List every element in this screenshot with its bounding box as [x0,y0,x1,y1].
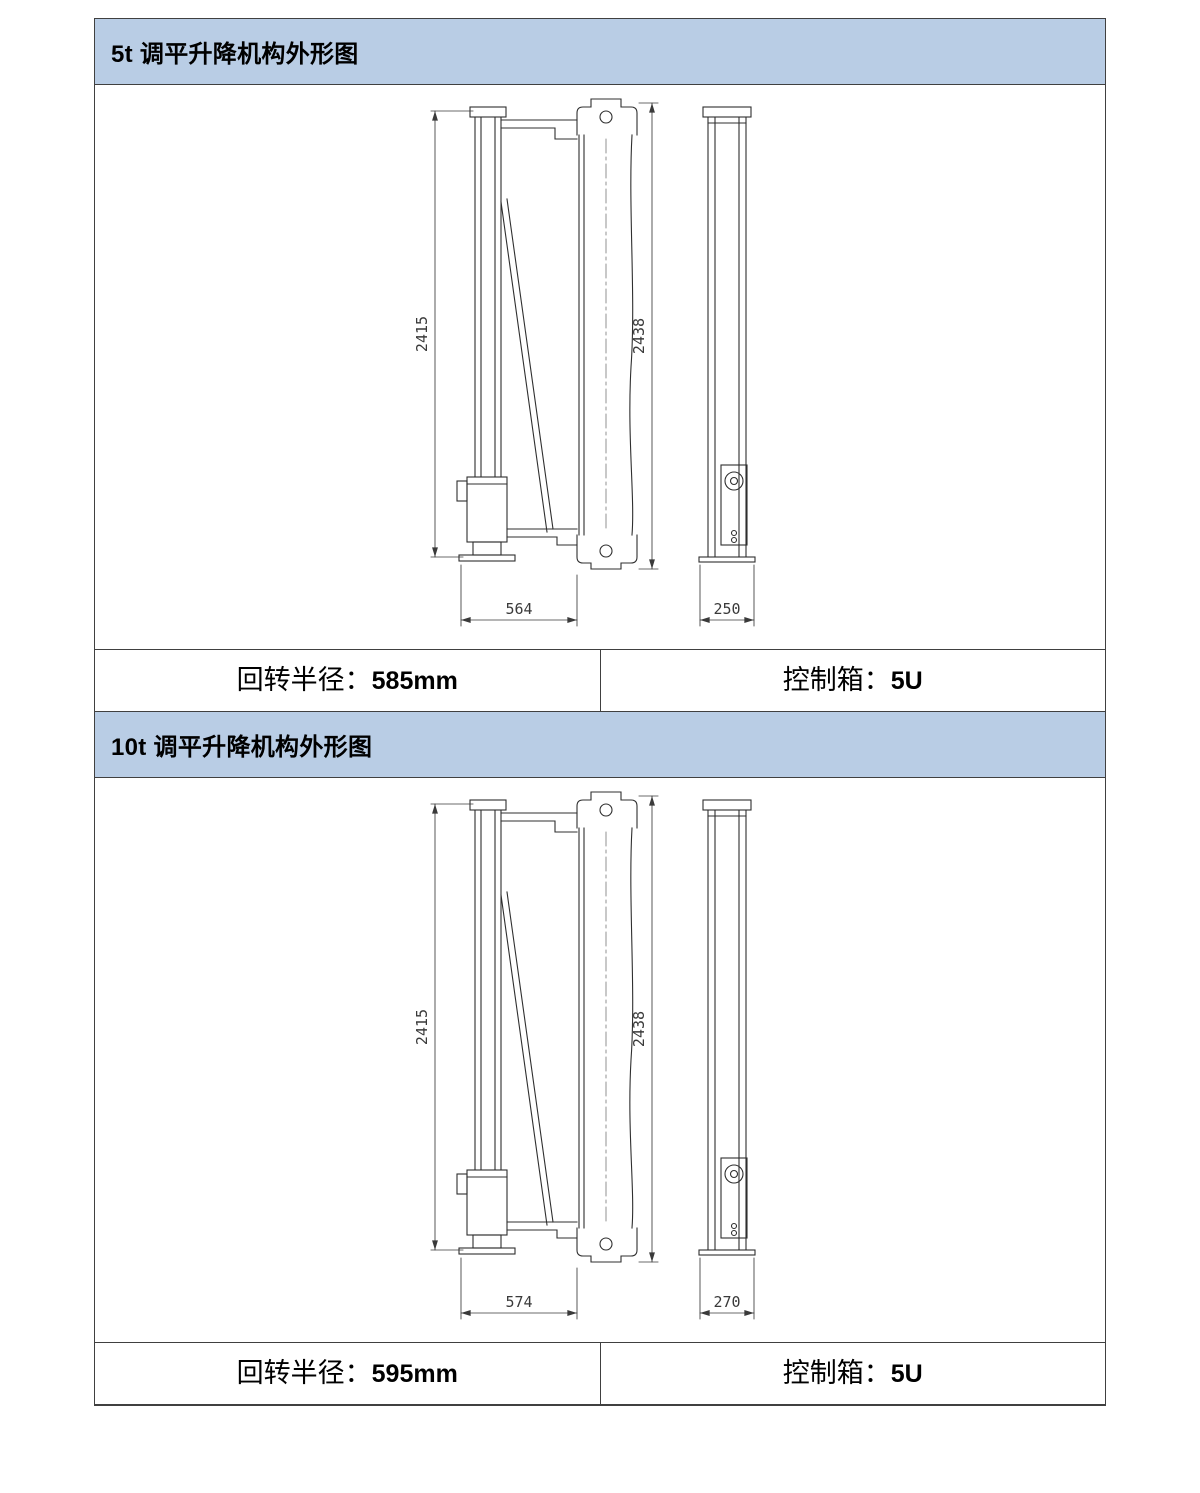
section-header-5t: 5t 调平升降机构外形图 [95,19,1105,85]
spec-label: 控制箱： [782,1358,891,1388]
dimension-lines [430,795,755,1320]
spec-value: 595mm [371,1360,458,1388]
technical-drawing-10t: 2415 2438 574 270 [413,791,756,1320]
drawing-cell-10t: 2415 2438 574 270 [95,778,1105,1343]
dimension-lines [430,102,755,627]
dim-mast-height-label: 2438 [630,318,648,354]
dim-side-width-label: 250 [713,600,740,618]
section-title-5t: 5t 调平升降机构外形图 [111,41,359,68]
section-header-10t: 10t 调平升降机构外形图 [95,712,1105,778]
spec-value: 5U [890,667,923,695]
spec-label: 回转半径： [236,665,372,695]
spec-rotation-radius-5t: 回转半径：585mm [95,650,600,711]
front-view [456,799,578,1255]
drawing-cell-5t: 2415 2438 564 250 [95,85,1105,650]
spec-table: 5t 调平升降机构外形图 [94,18,1106,1406]
side-view [698,106,756,563]
spec-label: 回转半径： [236,1358,372,1388]
dim-front-height-label: 2415 [413,1009,431,1045]
spec-control-box-5t: 控制箱：5U [599,650,1106,711]
dimension-labels: 2415 2438 574 270 [413,1009,741,1311]
dim-front-height-label: 2415 [413,316,431,352]
dim-front-width-label: 574 [505,1293,532,1311]
dim-front-width-label: 564 [505,600,532,618]
spec-value: 585mm [371,667,458,695]
side-view [698,799,756,1256]
technical-drawing-5t: 2415 2438 564 250 [413,98,756,627]
spec-value: 5U [890,1360,923,1388]
spec-rotation-radius-10t: 回转半径：595mm [95,1343,600,1404]
front-view [456,106,578,562]
mast-view [576,98,638,570]
spec-row-5t: 回转半径：585mm 控制箱：5U [95,650,1105,712]
section-title-10t: 10t 调平升降机构外形图 [111,734,373,761]
dim-mast-height-label: 2438 [630,1011,648,1047]
mast-view [576,791,638,1263]
spec-label: 控制箱： [782,665,891,695]
dim-side-width-label: 270 [713,1293,740,1311]
dimension-labels: 2415 2438 564 250 [413,316,741,618]
spec-control-box-10t: 控制箱：5U [599,1343,1106,1404]
spec-row-10t: 回转半径：595mm 控制箱：5U [95,1343,1105,1405]
